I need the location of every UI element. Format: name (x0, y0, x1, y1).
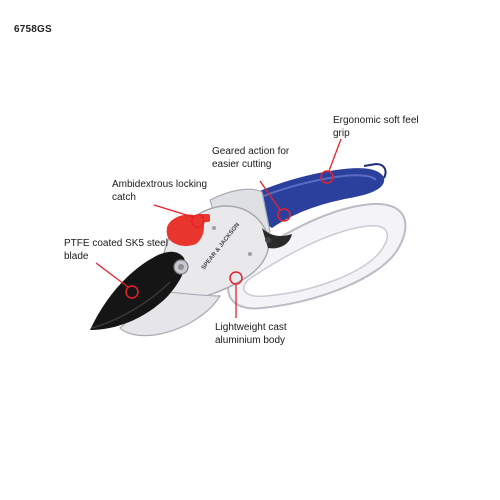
callout-circle-catch (191, 214, 205, 228)
callout-label-grip: Ergonomic soft feel grip (333, 115, 419, 139)
callout-label-geared: Geared action for easier cutting (212, 146, 290, 170)
callout-label-catch: Ambidextrous locking catch (112, 179, 208, 203)
callout-circle-geared (277, 208, 291, 222)
callout-circle-blade (125, 285, 139, 299)
locking-catch (166, 214, 204, 246)
callout-markers (125, 170, 334, 299)
product-code: 6758GS (14, 24, 52, 35)
callout-circle-grip (320, 170, 334, 184)
gear-mechanism (262, 228, 292, 249)
blue-grip (232, 168, 385, 228)
callout-label-blade: PTFE coated SK5 steel blade (64, 238, 168, 262)
callout-leaders (95, 138, 342, 318)
callout-label-body: Lightweight cast aluminium body (215, 322, 287, 346)
